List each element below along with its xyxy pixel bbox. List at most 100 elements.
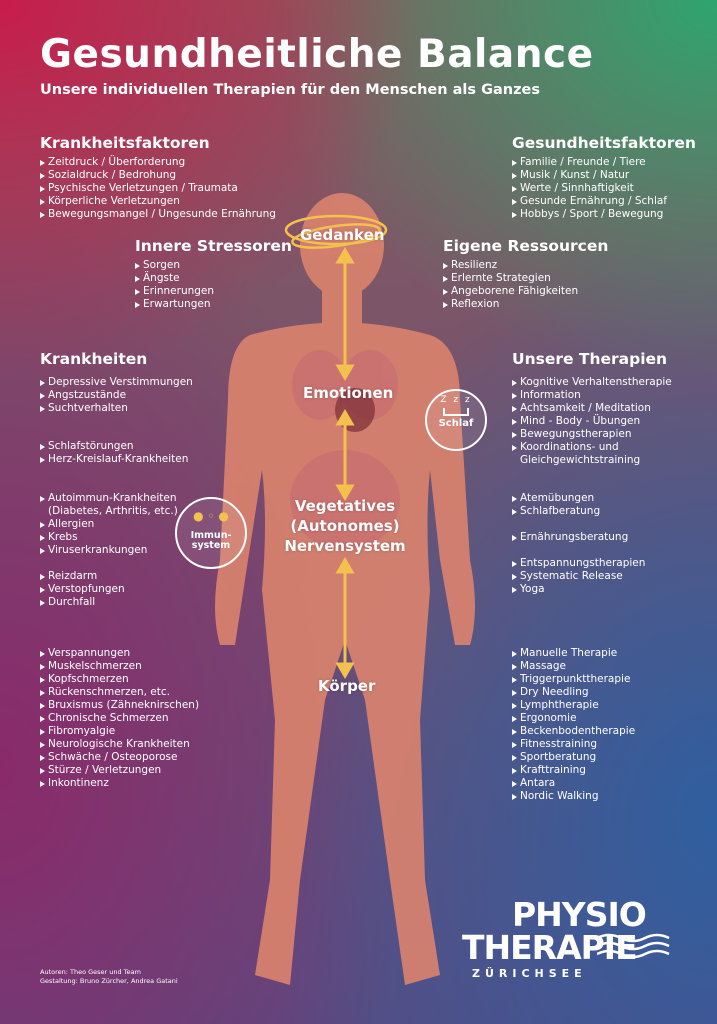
page-title: Gesundheitliche Balance [40,32,594,77]
list-item: Angeborene Fähigkeiten [443,285,608,298]
bacteria-icon: ● ◦ ● [193,509,229,523]
list-item: Bewegungstherapien [512,428,672,441]
list-item: Reflexion [443,298,608,311]
list-item: Erwartungen [135,298,292,311]
section-heading: Eigene Ressourcen [443,237,609,255]
list-item: Koordinations- und [512,441,672,454]
list-item: Rückenschmerzen, etc. [40,686,199,699]
section-heading: Krankheiten [40,350,148,368]
label-koerper: Körper [318,677,376,695]
list-item: Atemübungen [512,492,600,505]
list-item: Werte / Sinnhaftigkeit [512,182,696,195]
list-item: Resilienz [443,259,608,272]
list-item: Familie / Freunde / Tiere [512,156,696,169]
label-line: Nervensystem [284,537,406,555]
credit-line: Autoren: Theo Geser und Team [40,968,141,976]
schlaf-badge: Z z z Schlaf [425,389,487,451]
list-item: Körperliche Verletzungen [40,195,276,208]
krankheitsfaktoren-section: Krankheitsfaktoren Zeitdruck / Überforde… [40,134,276,221]
list-item: Durchfall [40,596,125,609]
list-item: Musik / Kunst / Natur [512,169,696,182]
logo-line: ZÜRICHSEE [472,967,587,980]
section-heading: Gesundheitsfaktoren [512,134,696,152]
list-item: Kopfschmerzen [40,673,199,686]
list-item: Verstopfungen [40,583,125,596]
list-item: Fitnesstraining [512,738,635,751]
section-heading: Innere Stressoren [135,237,292,255]
list-item: Lymphtherapie [512,699,635,712]
list-item: Erlernte Strategien [443,272,608,285]
krankheiten-heading: Krankheiten [40,350,147,372]
label-line: (Autonomes) [290,517,400,535]
list-item: Kognitive Verhaltenstherapie [512,376,672,389]
list-item: Verspannungen [40,647,199,660]
list-item: Ängste [135,272,292,285]
list-item: Ergonomie [512,712,635,725]
list-item: Chronische Schmerzen [40,712,199,725]
list-item: (Diabetes, Arthritis, etc.) [48,505,178,517]
label-nervensystem: Vegetatives (Autonomes) Nervensystem [280,496,410,556]
list-item: Zeitdruck / Überforderung [40,156,276,169]
zzz-icon: Z z z [440,395,472,405]
list-item: Triggerpunkttherapie [512,673,635,686]
list-item: Information [512,389,672,402]
therapien-heading: Unsere Therapien [512,350,667,372]
connection-arrows [335,247,355,679]
bullet-list: Ernährungsberatung [512,531,628,544]
list-item: Systematic Release [512,570,645,583]
list-item: Schwäche / Osteoporose [40,751,199,764]
list-item: Fibromyalgie [40,725,199,738]
immunsystem-badge: ● ◦ ● Immun- system [175,497,247,569]
list-item: Krafttraining [512,764,635,777]
list-item: Sportberatung [512,751,635,764]
label-gedanken: Gedanken [300,226,385,244]
wave-icon [597,933,670,959]
label-emotionen: Emotionen [303,384,394,402]
list-item: Depressive Verstimmungen [40,376,193,389]
immun-label: system [191,540,231,551]
list-item: Gleichgewichtstraining [520,454,641,466]
list-item: Sozialdruck / Bedrohung [40,169,276,182]
list-item: Nordic Walking [512,790,635,803]
section-heading: Unsere Therapien [512,350,668,368]
list-item: Angstzustände [40,389,193,402]
list-item: Massage [512,660,635,673]
page-subtitle: Unsere individuellen Therapien für den M… [40,82,540,98]
list-item: Inkontinenz [40,777,199,790]
bed-icon [443,408,469,416]
schlaf-label: Schlaf [438,418,474,429]
logo-line: PHYSIO [512,895,647,934]
list-item: Sorgen [135,259,292,272]
logo-line: THERAPIE [462,928,638,967]
list-item: Bewegungsmangel / Ungesunde Ernährung [40,208,276,221]
logo-physiotherapie-zuerichsee: PHYSIO THERAPIE ZÜRICHSEE [462,898,677,980]
list-item: Achtsamkeit / Meditation [512,402,672,415]
thought-swirl-icon [284,214,388,249]
list-item: Mind - Body - Übungen [512,415,672,428]
list-item: Hobbys / Sport / Bewegung [512,208,696,221]
list-item: Herz-Kreislauf-Krankheiten [40,453,188,466]
list-item: Autoimmun-Krankheiten [40,492,178,505]
list-item: Beckenbodentherapie [512,725,635,738]
list-item: Viruserkrankungen [40,544,178,557]
list-item: Bruxismus (Zähneknirschen) [40,699,199,712]
list-item: Krebs [40,531,178,544]
list-item: Entspannungstherapien [512,557,645,570]
list-item: Muskelschmerzen [40,660,199,673]
list-item: Suchtverhalten [40,402,193,415]
list-item: Stürze / Verletzungen [40,764,199,777]
